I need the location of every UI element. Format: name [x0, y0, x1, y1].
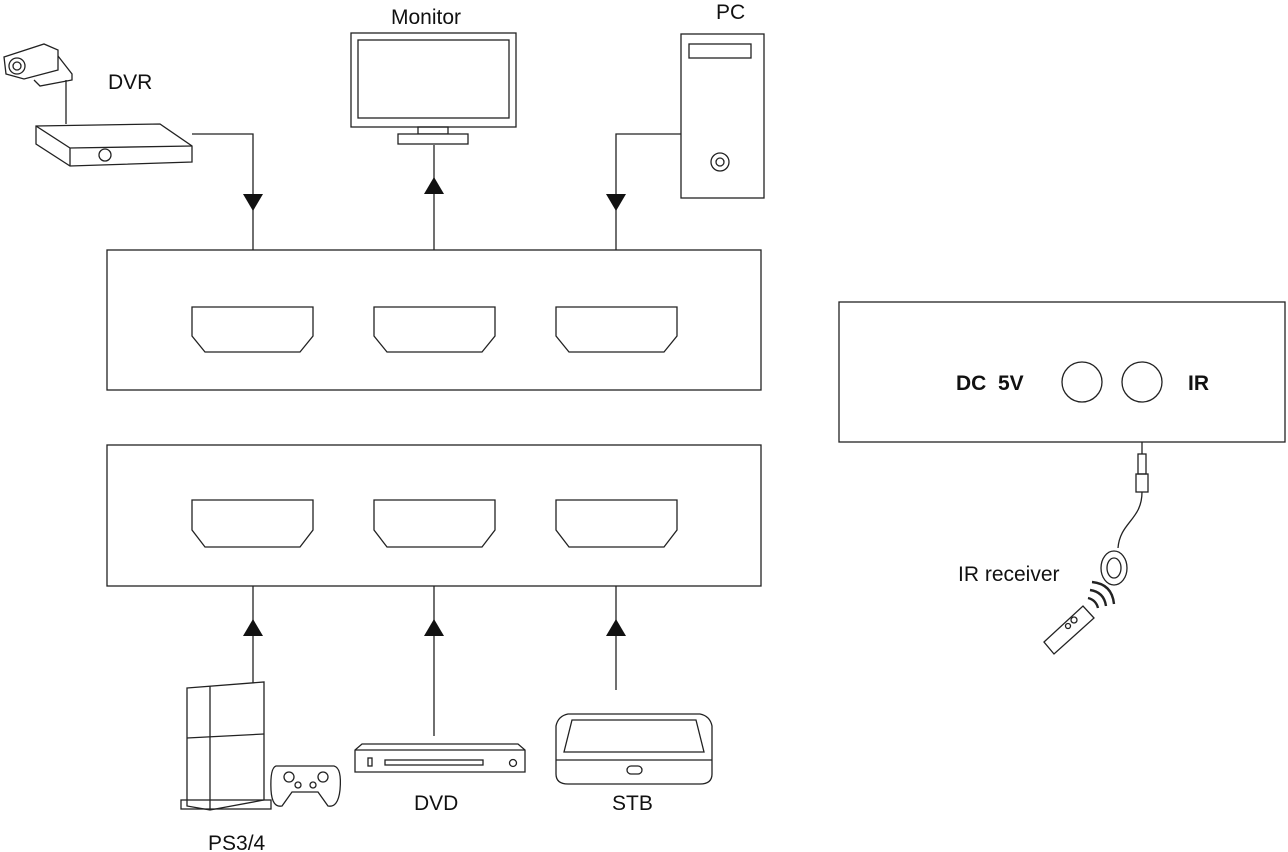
ir-port-label: IR	[1188, 372, 1209, 395]
dvd-connection-line	[424, 586, 444, 736]
arrow-up-monitor	[424, 177, 444, 194]
dvr-label: DVR	[108, 71, 152, 94]
ir-jack	[1121, 361, 1163, 403]
ir-receiver-icon	[1100, 442, 1149, 586]
game-console-icon	[180, 681, 272, 811]
arrow-up-dvd	[424, 619, 444, 636]
hdmi-port-3	[555, 306, 678, 353]
dvr-connection-line	[192, 133, 263, 250]
pc-label: PC	[716, 1, 745, 24]
dvd-label: DVD	[414, 792, 458, 815]
monitor-connection-line	[424, 145, 444, 250]
monitor-label: Monitor	[391, 6, 461, 29]
arrow-up-ps	[243, 619, 263, 636]
arrow-up-stb	[606, 619, 626, 636]
hdmi-port-6	[555, 499, 678, 548]
hdmi-port-5	[373, 499, 496, 548]
pc-connection-line	[606, 133, 681, 250]
hdmi-port-2	[373, 306, 496, 353]
side-panel: DC 5V IR	[838, 301, 1286, 443]
input-panel	[106, 444, 762, 587]
monitor-icon	[350, 32, 517, 145]
dc-5v-label: DC 5V	[956, 372, 1024, 395]
remote-control-icon	[1043, 580, 1116, 655]
gamepad-icon	[270, 765, 342, 807]
output-panel	[106, 249, 762, 391]
stb-connection-line	[606, 586, 626, 690]
stb-label: STB	[612, 792, 653, 815]
ir-receiver-label: IR receiver	[958, 563, 1060, 586]
hdmi-port-4	[191, 499, 314, 548]
ps-label: PS3/4	[208, 832, 266, 852]
dvd-player-icon	[354, 743, 526, 773]
ps-connection-line	[243, 586, 263, 690]
pc-tower-icon	[680, 33, 765, 199]
arrow-down-dvr	[243, 194, 263, 211]
set-top-box-icon	[555, 713, 713, 785]
hdmi-port-1	[191, 306, 314, 353]
dc-power-jack	[1061, 361, 1103, 403]
cctv-camera-icon	[3, 43, 73, 124]
arrow-down-pc	[606, 194, 626, 211]
dvr-recorder-icon	[35, 123, 193, 167]
